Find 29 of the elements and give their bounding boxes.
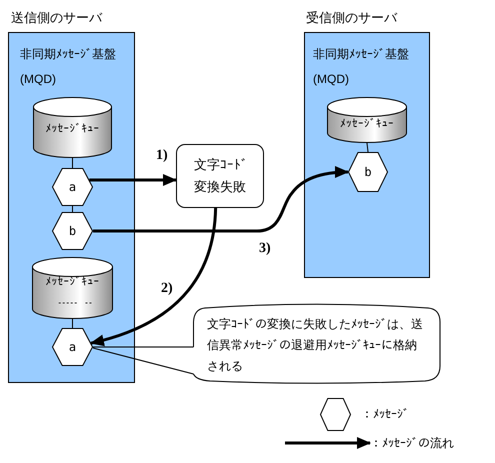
legend-text: ：ﾒｯｾｰｼﾞ: [361, 406, 409, 422]
connector-line: [366, 142, 368, 152]
connector-line: [72, 206, 73, 212]
arrow: [93, 166, 349, 232]
panel-subtitle: (MQD): [313, 71, 349, 87]
message-label: b: [68, 223, 78, 239]
panel-subtitle: (MQD): [20, 71, 56, 87]
panel-title: 非同期ﾒｯｾｰｼﾞ基盤: [20, 46, 116, 62]
legend-text: ：ﾒｯｾｰｼﾞの流れ: [370, 435, 454, 451]
edge-label: 1): [155, 148, 169, 163]
panel-heading: 受信側のサーバ: [306, 11, 397, 27]
queue-label: ﾒｯｾｰｼﾞｷｭｰ: [44, 121, 100, 137]
edge-label: 3): [258, 241, 272, 256]
queue-label: ﾒｯｾｰｼﾞｷｭｰ: [44, 274, 100, 290]
connector-line: [72, 158, 73, 168]
edge-label: 2): [160, 281, 174, 296]
callout-tail: [92, 346, 194, 375]
panel-title: 非同期ﾒｯｾｰｼﾞ基盤: [313, 46, 409, 62]
box-text: 文字ｺｰﾄﾞ変換失敗: [194, 157, 249, 197]
panel-heading: 送信側のサーバ: [11, 11, 102, 27]
callout-text: 文字ｺｰﾄﾞの変換に失敗したﾒｯｾｰｼﾞは、送信異常ﾒｯｾｰｼﾞの退避用ﾒｯｾｰｼﾞｷｭｰに格納される: [207, 316, 424, 375]
process-box: [176, 144, 264, 208]
message-label: a: [68, 179, 78, 195]
arrow: [89, 174, 177, 186]
arrow: [90, 208, 218, 346]
message-label: a: [68, 339, 78, 355]
message-label: b: [363, 164, 373, 180]
connector-line: [72, 318, 73, 328]
queue-label: ﾒｯｾｰｼﾞｷｭｰ: [339, 116, 395, 132]
